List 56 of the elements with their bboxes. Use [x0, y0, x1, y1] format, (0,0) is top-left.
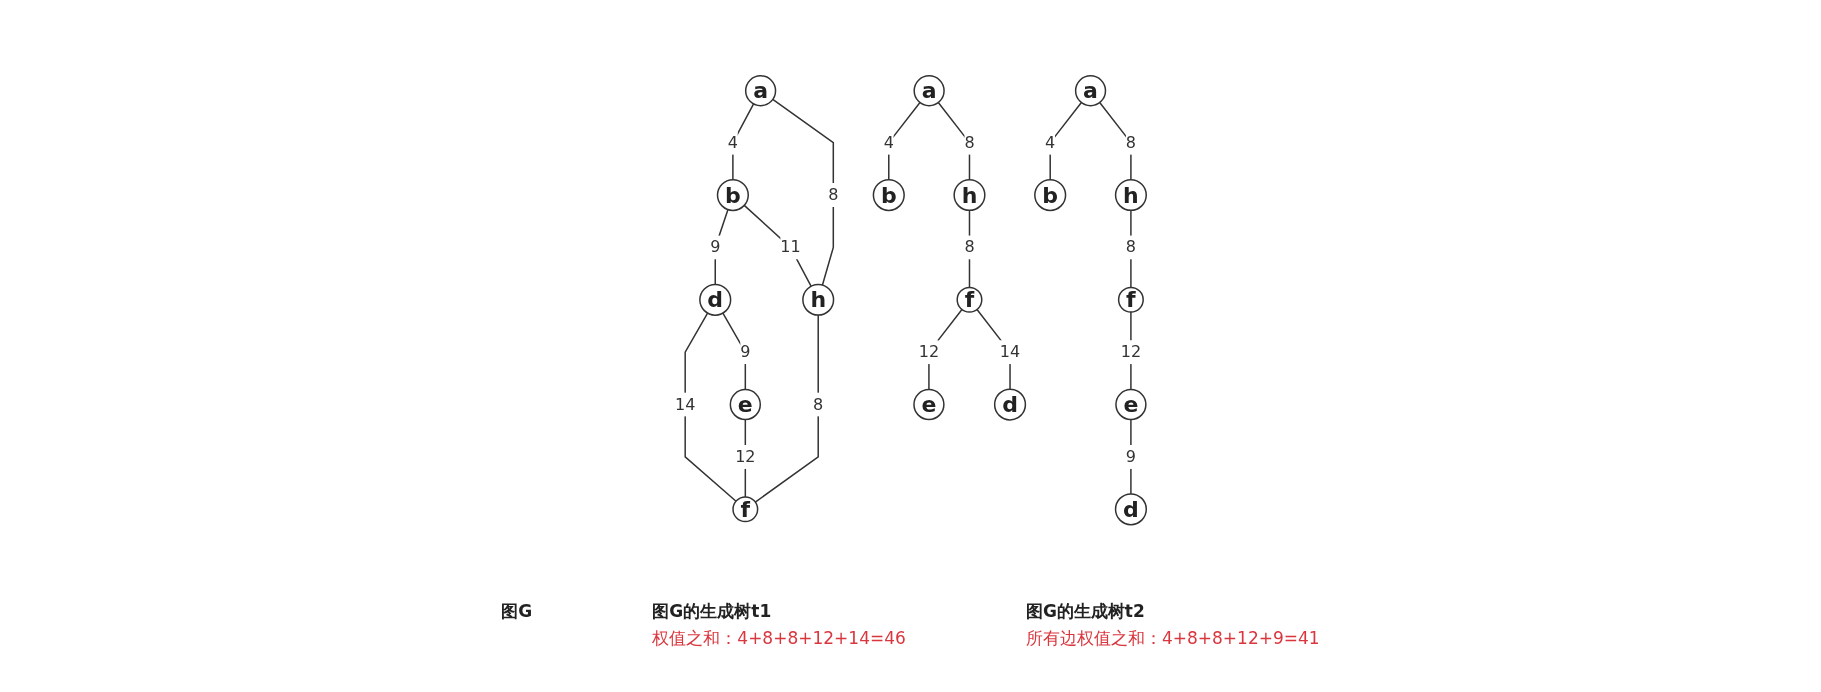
node-circle: h	[1114, 178, 1147, 212]
node-circle: f	[1117, 286, 1144, 313]
edge-label: 12	[918, 342, 939, 362]
edge-label: 9	[740, 342, 751, 362]
connector	[928, 308, 963, 391]
connector	[744, 418, 746, 498]
edge-label: 8	[1125, 132, 1136, 152]
connector	[722, 312, 746, 391]
edge-label: 12	[1120, 342, 1141, 362]
weight-sum-text: 所有边权值之和：4+8+8+12+9=41	[1025, 627, 1320, 650]
edge-label: 8	[964, 237, 975, 257]
connector	[1049, 101, 1082, 181]
node-circle: d	[993, 388, 1026, 421]
edge-label: 8	[828, 185, 839, 205]
node-circle: d	[699, 283, 732, 316]
node-circle: h	[802, 283, 835, 316]
connector	[1098, 101, 1132, 181]
connector	[1130, 311, 1132, 391]
node-circle: e	[729, 388, 761, 421]
edge-label: 4	[883, 132, 894, 152]
connector	[937, 101, 971, 181]
edge-label: 14	[999, 342, 1021, 362]
graph-caption: 图G	[501, 600, 533, 623]
edge-label: 8	[812, 394, 824, 414]
graph-caption: 图G的生成树t1	[652, 600, 773, 623]
node-circle: h	[953, 178, 986, 212]
edge-label: 8	[964, 132, 975, 152]
edge-label: 12	[735, 446, 756, 466]
edge-label: 11	[780, 237, 801, 257]
edge-label: 4	[1044, 132, 1056, 152]
connector	[743, 204, 812, 287]
node-circle: a	[744, 75, 777, 107]
edge-label: 9	[710, 237, 721, 257]
connector	[976, 308, 1011, 390]
edge-label: 8	[1125, 237, 1136, 257]
edge-label: 9	[1125, 446, 1136, 466]
connector	[887, 101, 921, 181]
node-circle: f	[732, 496, 759, 523]
graph-caption: 图G的生成树t2	[1025, 600, 1146, 623]
connector	[732, 103, 755, 181]
node-circle: a	[913, 75, 945, 107]
node-circle: b	[872, 178, 905, 212]
edge-label: 14	[674, 394, 696, 414]
node-circle: d	[1114, 493, 1147, 526]
connector	[754, 314, 819, 503]
node-circle: e	[1115, 388, 1147, 421]
connector	[771, 98, 834, 286]
weight-sum-text: 权值之和：4+8+8+12+14=46	[652, 627, 906, 650]
connector	[1130, 418, 1132, 495]
node-circle: b	[1033, 178, 1067, 212]
connector	[684, 312, 737, 502]
node-circle: e	[913, 388, 945, 421]
node-circle: f	[956, 286, 983, 313]
node-circle: b	[716, 178, 749, 212]
node-circle: a	[1074, 75, 1107, 107]
edge-label: 4	[727, 132, 738, 152]
